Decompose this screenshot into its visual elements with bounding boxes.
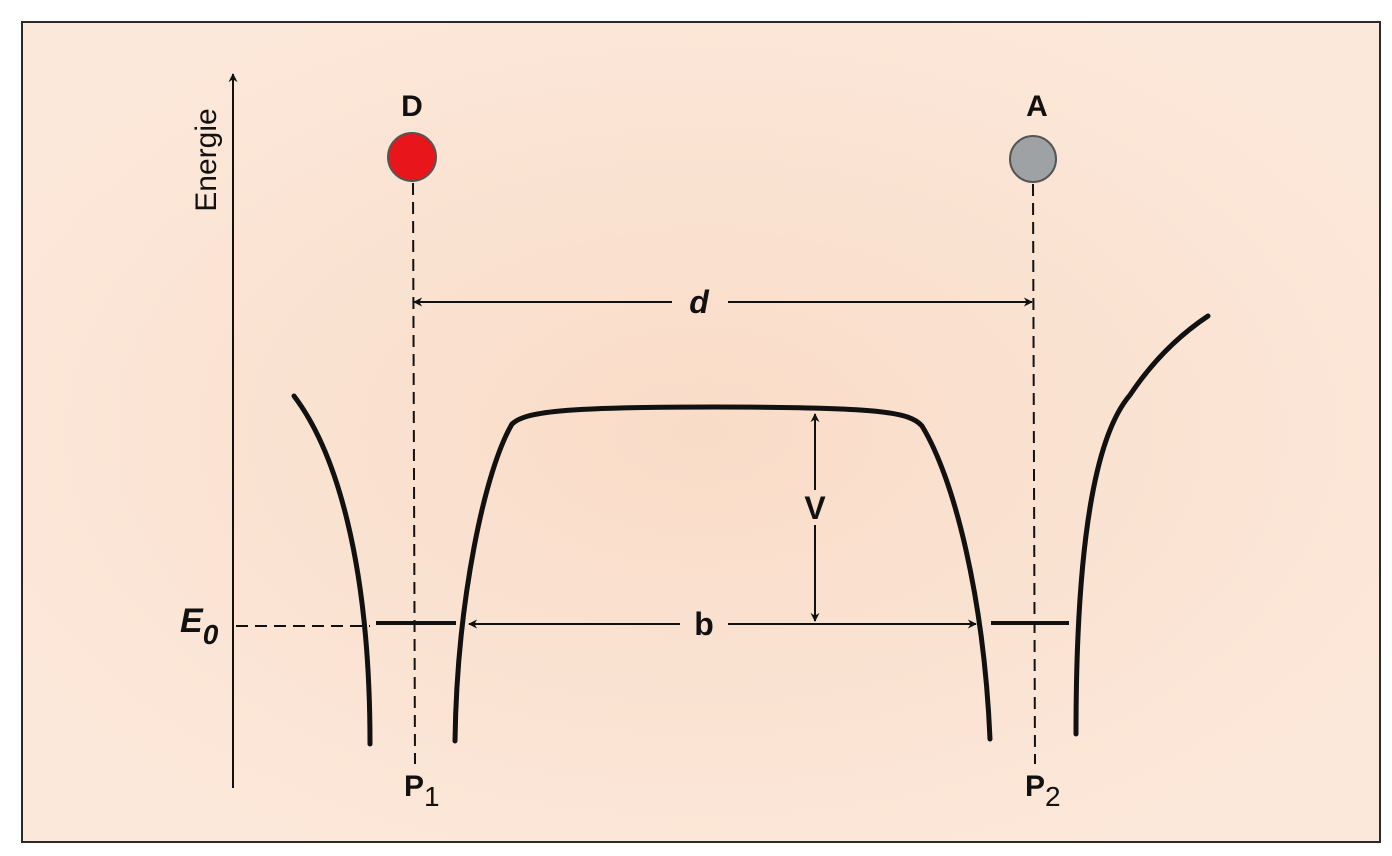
barrier-height-label: V bbox=[804, 490, 826, 526]
point-2-subscript: 2 bbox=[1045, 781, 1061, 812]
acceptor-dashed-line bbox=[1032, 183, 1036, 765]
energy-level-label: E0 bbox=[180, 602, 219, 650]
acceptor-circle bbox=[1009, 135, 1057, 183]
energy-level-subscript: 0 bbox=[203, 619, 219, 650]
left-well-outer-wall bbox=[291, 393, 373, 747]
point-1-subscript: 1 bbox=[424, 781, 440, 812]
distance-label: d bbox=[689, 284, 710, 320]
point-1-letter: P bbox=[404, 770, 424, 803]
donor-circle bbox=[387, 132, 437, 182]
point-2-label: P2 bbox=[1025, 770, 1061, 812]
acceptor-label: A bbox=[1026, 90, 1048, 123]
point-2-letter: P bbox=[1025, 770, 1045, 803]
energy-level-letter: E bbox=[180, 602, 204, 640]
barrier-width-label: b bbox=[694, 606, 714, 642]
right-well-outer-wall bbox=[1073, 313, 1211, 737]
energy-axis-label: Energie bbox=[190, 108, 223, 211]
point-1-label: P1 bbox=[404, 770, 440, 812]
diagram-panel bbox=[21, 21, 1381, 843]
donor-dashed-line bbox=[412, 182, 416, 765]
central-barrier bbox=[452, 404, 993, 744]
donor-label: D bbox=[401, 90, 423, 123]
